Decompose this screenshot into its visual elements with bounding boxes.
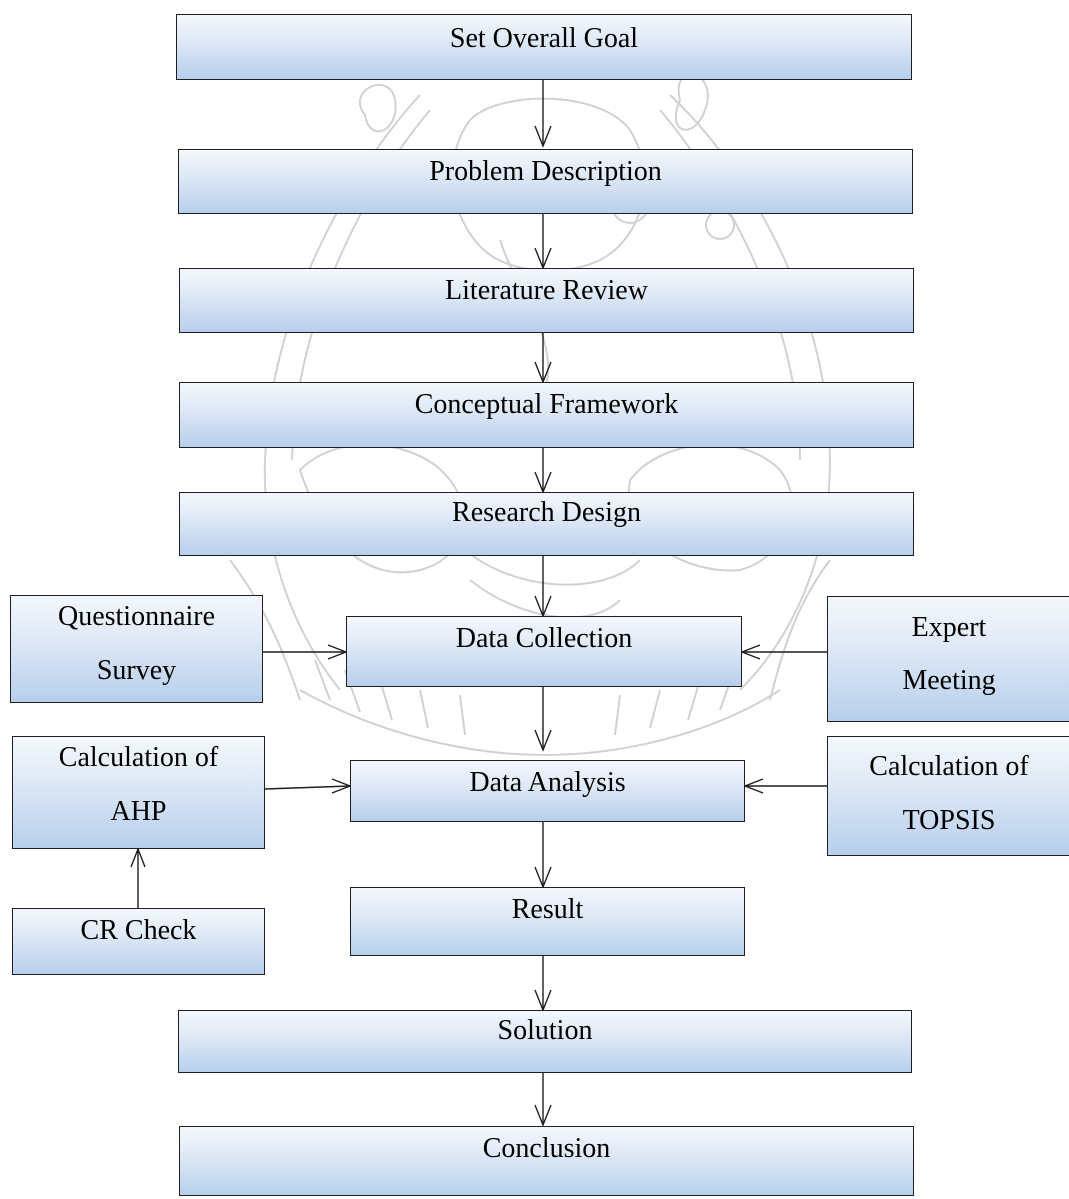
input-questionnaire-line1: Questionnaire (57, 601, 216, 632)
arrow-topsis-to-analysis (743, 778, 827, 794)
step-result: Result (350, 887, 745, 956)
step-problem-description: Problem Description (178, 149, 913, 214)
arrow-literature-to-framework (534, 333, 552, 384)
input-expert-line2: Meeting (902, 665, 996, 696)
step-set-overall-goal: Set Overall Goal (176, 14, 912, 80)
step-problem-description-label: Problem Description (429, 156, 662, 187)
arrow-analysis-to-result (534, 822, 552, 889)
arrow-collection-to-analysis (534, 687, 552, 752)
input-cr-check: CR Check (12, 908, 265, 975)
input-calculation-topsis: Calculation of TOPSIS (827, 736, 1069, 856)
step-solution-label: Solution (497, 1015, 593, 1046)
step-solution: Solution (178, 1010, 912, 1073)
arrow-result-to-solution (534, 956, 552, 1012)
input-cr-check-label: CR Check (80, 915, 197, 946)
arrow-solution-to-conclusion (534, 1073, 552, 1127)
arrow-design-to-collection (534, 556, 552, 618)
input-questionnaire-survey: Questionnaire Survey (10, 595, 263, 703)
input-topsis-line1: Calculation of (869, 751, 1029, 782)
step-result-label: Result (511, 894, 584, 925)
step-literature-review-label: Literature Review (445, 275, 648, 306)
step-research-design-label: Research Design (452, 497, 641, 528)
step-set-overall-goal-label: Set Overall Goal (449, 23, 639, 54)
step-conceptual-framework-label: Conceptual Framework (414, 389, 679, 420)
arrow-questionnaire-to-collection (263, 644, 348, 660)
step-conclusion: Conclusion (179, 1126, 914, 1196)
step-conclusion-label: Conclusion (482, 1133, 611, 1164)
arrow-cr-check-to-ahp (130, 847, 146, 908)
step-data-analysis-label: Data Analysis (469, 767, 626, 798)
arrow-expert-to-collection (740, 644, 827, 660)
step-conceptual-framework: Conceptual Framework (179, 382, 914, 448)
arrow-goal-to-problem (534, 80, 552, 148)
step-data-analysis: Data Analysis (350, 760, 745, 822)
input-expert-line1: Expert (911, 612, 987, 643)
input-ahp-line1: Calculation of (58, 742, 219, 773)
input-calculation-ahp: Calculation of AHP (12, 736, 265, 849)
step-data-collection: Data Collection (346, 616, 742, 687)
step-literature-review: Literature Review (179, 268, 914, 333)
arrow-ahp-to-analysis (264, 778, 352, 794)
arrow-framework-to-design (534, 448, 552, 494)
input-ahp-line2: AHP (110, 796, 167, 827)
input-questionnaire-line2: Survey (96, 655, 177, 686)
input-expert-meeting: Expert Meeting (827, 596, 1069, 722)
step-research-design: Research Design (179, 492, 914, 556)
input-topsis-line2: TOPSIS (902, 805, 996, 836)
arrow-problem-to-literature (534, 214, 552, 270)
step-data-collection-label: Data Collection (455, 623, 633, 654)
